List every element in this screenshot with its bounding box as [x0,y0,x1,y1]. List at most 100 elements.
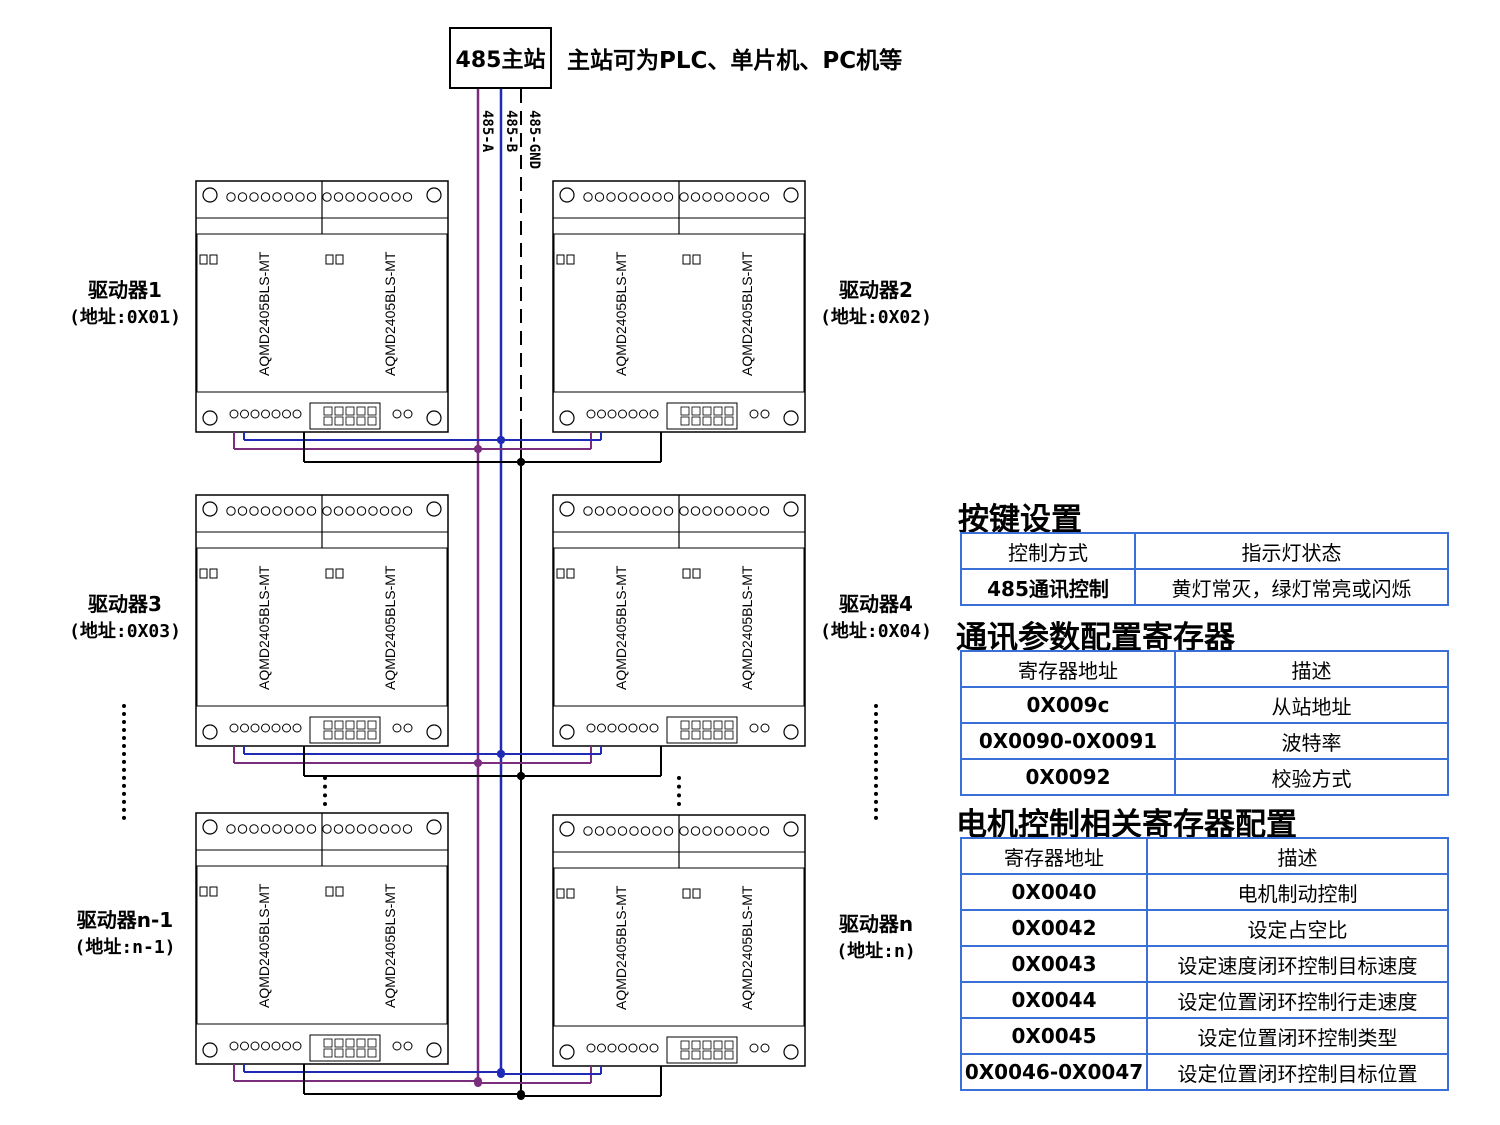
terminal [629,192,639,202]
dip-switch [367,416,377,426]
inner-board [553,547,805,707]
ellipsis-dots-mid-left [323,776,331,806]
terminal [356,192,367,202]
dip-switch [323,1038,333,1048]
terminal [725,192,735,202]
terminal [368,506,378,516]
led-indicator [199,886,208,897]
dip-switch [680,1050,690,1060]
terminal [261,1041,270,1051]
terminal [748,826,758,836]
terminal [618,409,627,419]
dip-switch [680,730,690,740]
dip-switch [345,730,355,740]
mount-hole [559,724,575,740]
driver-label-4: 驱动器4 (地址:0X04) [806,591,946,645]
terminal [594,826,605,836]
terminal [760,409,770,419]
terminal [617,506,628,516]
table-header-row: 寄存器地址 描述 [960,650,1449,688]
inner-board [196,547,448,707]
terminal [702,826,712,836]
led-indicator [692,254,701,265]
terminal [652,192,662,202]
dip-switch [713,730,723,740]
terminal [306,824,317,834]
terminal [736,826,747,836]
terminal [618,723,627,733]
terminal [607,1043,617,1053]
driver-model-text: AQMD2405BLS-MT [256,565,272,690]
terminal [617,826,628,836]
terminal [295,192,305,202]
terminal [391,192,401,202]
mount-hole [426,724,442,740]
junction-gnd [517,1092,525,1100]
terminal [240,1041,249,1051]
terminal [679,506,689,516]
terminal [379,506,390,516]
terminal [639,1043,648,1053]
dip-switch [356,1038,366,1048]
terminal [652,826,662,836]
table-header-cell: 控制方式 [960,532,1136,570]
table-row: 0X0042 设定占空比 [960,909,1449,947]
terminal [597,1043,606,1053]
dip-switch [702,1050,712,1060]
terminal [283,506,294,516]
terminal [748,192,758,202]
terminal [594,506,605,516]
dip-switch [356,1048,366,1058]
dip-switch [691,720,701,730]
line-label-gnd: 485-GND [526,110,542,170]
driver-name: 驱动器3 [88,592,162,616]
driver-model-text: AQMD2405BLS-MT [382,883,398,1008]
mount-hole [202,819,218,835]
dip-switch [345,406,355,416]
led-indicator [692,568,701,579]
dip-switch [334,406,344,416]
dip-switch [334,1038,344,1048]
terminal [272,506,282,516]
terminal [586,1043,596,1053]
terminal [690,506,701,516]
driver-model-text: AQMD2405BLS-MT [382,565,398,690]
terminal [292,409,302,419]
terminal [260,506,271,516]
driver-model-text: AQMD2405BLS-MT [256,883,272,1008]
terminal [649,723,659,733]
table-cell: 0X0045 [960,1017,1148,1055]
terminal [295,506,305,516]
terminal [618,1043,627,1053]
driver-label-3: 驱动器3 (地址:0X03) [55,591,195,645]
dip-switch [323,406,333,416]
table-row: 485通讯控制 黄灯常灭，绿灯常亮或闪烁 [960,568,1449,606]
terminal [292,723,302,733]
terminal [748,506,758,516]
driver-name: 驱动器1 [88,278,162,302]
dip-switch [691,406,701,416]
terminal [240,723,249,733]
driver-address: (地址:0X01) [69,307,181,328]
terminal [322,824,332,834]
table-header-cell: 寄存器地址 [960,650,1176,688]
dip-switch [367,406,377,416]
dip-switch [724,720,734,730]
mount-hole [783,501,799,517]
terminal [272,824,282,834]
ellipsis-dots-right [874,704,882,820]
driver-address: (地址:0X04) [820,621,932,642]
led-indicator [209,568,218,579]
mount-hole [426,501,442,517]
terminal [392,409,402,419]
mount-hole [783,821,799,837]
dip-switch [680,720,690,730]
terminal [736,192,747,202]
driver-name: 驱动器n-1 [76,908,174,932]
line-label-a: 485-A [479,110,495,153]
table-header-cell: 描述 [1174,650,1449,688]
terminal [702,506,712,516]
mount-hole [426,1042,442,1058]
terminal [249,506,259,516]
